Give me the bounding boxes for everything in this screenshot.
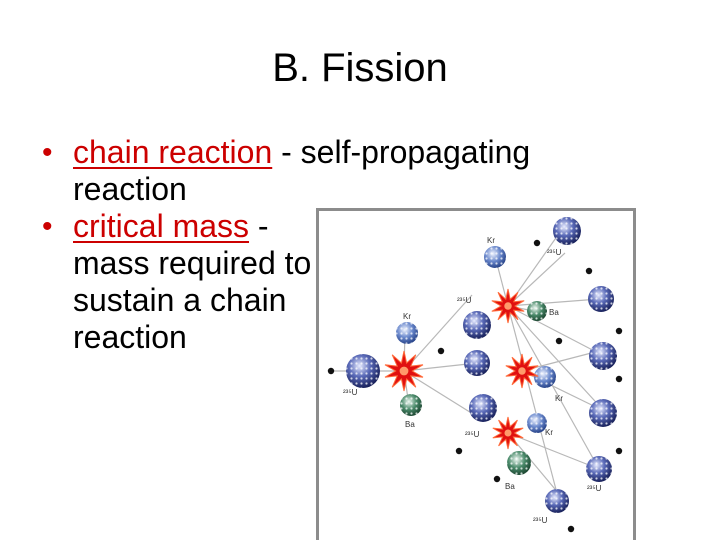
neutron	[585, 267, 593, 275]
neutron	[455, 447, 463, 455]
term-critical-mass: critical mass	[73, 208, 250, 244]
nucleus-texture	[588, 286, 614, 312]
nucleus-texture	[527, 301, 547, 321]
neutron-path	[403, 294, 473, 372]
bullet-marker: •	[42, 210, 53, 243]
neutron-path	[403, 370, 482, 420]
isotope-label: ²³⁵U	[343, 388, 358, 397]
neutron	[555, 337, 563, 345]
nucleus-texture	[534, 366, 556, 388]
bullet-item-critical-mass: • critical mass - mass required to susta…	[40, 208, 333, 356]
nucleus-texture	[545, 489, 569, 513]
neutron	[567, 525, 575, 533]
bullet-item-chain-reaction: • chain reaction - self-propagating reac…	[40, 134, 640, 208]
neutron	[615, 327, 623, 335]
neutron-path	[507, 305, 605, 357]
isotope-label: Kr	[403, 312, 411, 321]
isotope-label: ²³⁵U	[587, 484, 602, 493]
nucleus-texture	[507, 451, 531, 475]
isotope-label: Ba	[505, 482, 515, 491]
burst-core	[504, 429, 512, 437]
nucleus-texture	[586, 456, 612, 482]
nucleus-texture	[553, 217, 581, 245]
neutron-path	[507, 305, 560, 502]
nucleus-texture	[484, 246, 506, 268]
definition-chain-reaction: - self-propagating reaction	[73, 134, 531, 207]
nucleus-texture	[589, 399, 617, 427]
neutron	[437, 347, 445, 355]
isotope-label: Ba	[405, 420, 415, 429]
isotope-label: ²³⁵U	[457, 296, 472, 305]
nucleus-texture	[464, 350, 490, 376]
nucleus-texture	[589, 342, 617, 370]
definition-critical-mass: - mass required to sustain a chain react…	[73, 208, 312, 355]
nucleus-texture	[400, 394, 422, 416]
nuclei-group	[327, 217, 623, 533]
isotope-label: Kr	[555, 394, 563, 403]
slide-title: B. Fission	[272, 46, 448, 90]
isotope-label: ²³⁵U	[547, 248, 562, 257]
nucleus-texture	[469, 394, 497, 422]
isotope-label: Kr	[545, 428, 553, 437]
nucleus-texture	[396, 322, 418, 344]
neutron-path	[507, 305, 605, 412]
fission-bursts	[384, 288, 539, 450]
neutron	[615, 447, 623, 455]
bullet-marker: •	[42, 136, 53, 169]
burst-core	[399, 366, 409, 376]
nucleus-texture	[527, 413, 547, 433]
burst-core	[504, 302, 512, 310]
nucleus-texture	[463, 311, 491, 339]
neutron-path	[507, 305, 600, 470]
bullet-list: • chain reaction - self-propagating reac…	[40, 134, 640, 356]
isotope-label: Ba	[549, 308, 559, 317]
neutron	[615, 375, 623, 383]
burst-core	[518, 367, 526, 375]
neutron-path	[507, 252, 566, 307]
neutron-path	[507, 432, 600, 470]
neutron	[493, 475, 501, 483]
neutron	[327, 367, 335, 375]
isotope-label: ²³⁵U	[533, 516, 548, 525]
isotope-label: ²³⁵U	[465, 430, 480, 439]
neutron-path	[507, 298, 600, 307]
nucleus-texture	[346, 354, 380, 388]
neutron	[533, 239, 541, 247]
isotope-label: Kr	[487, 236, 495, 245]
term-chain-reaction: chain reaction	[73, 134, 273, 170]
